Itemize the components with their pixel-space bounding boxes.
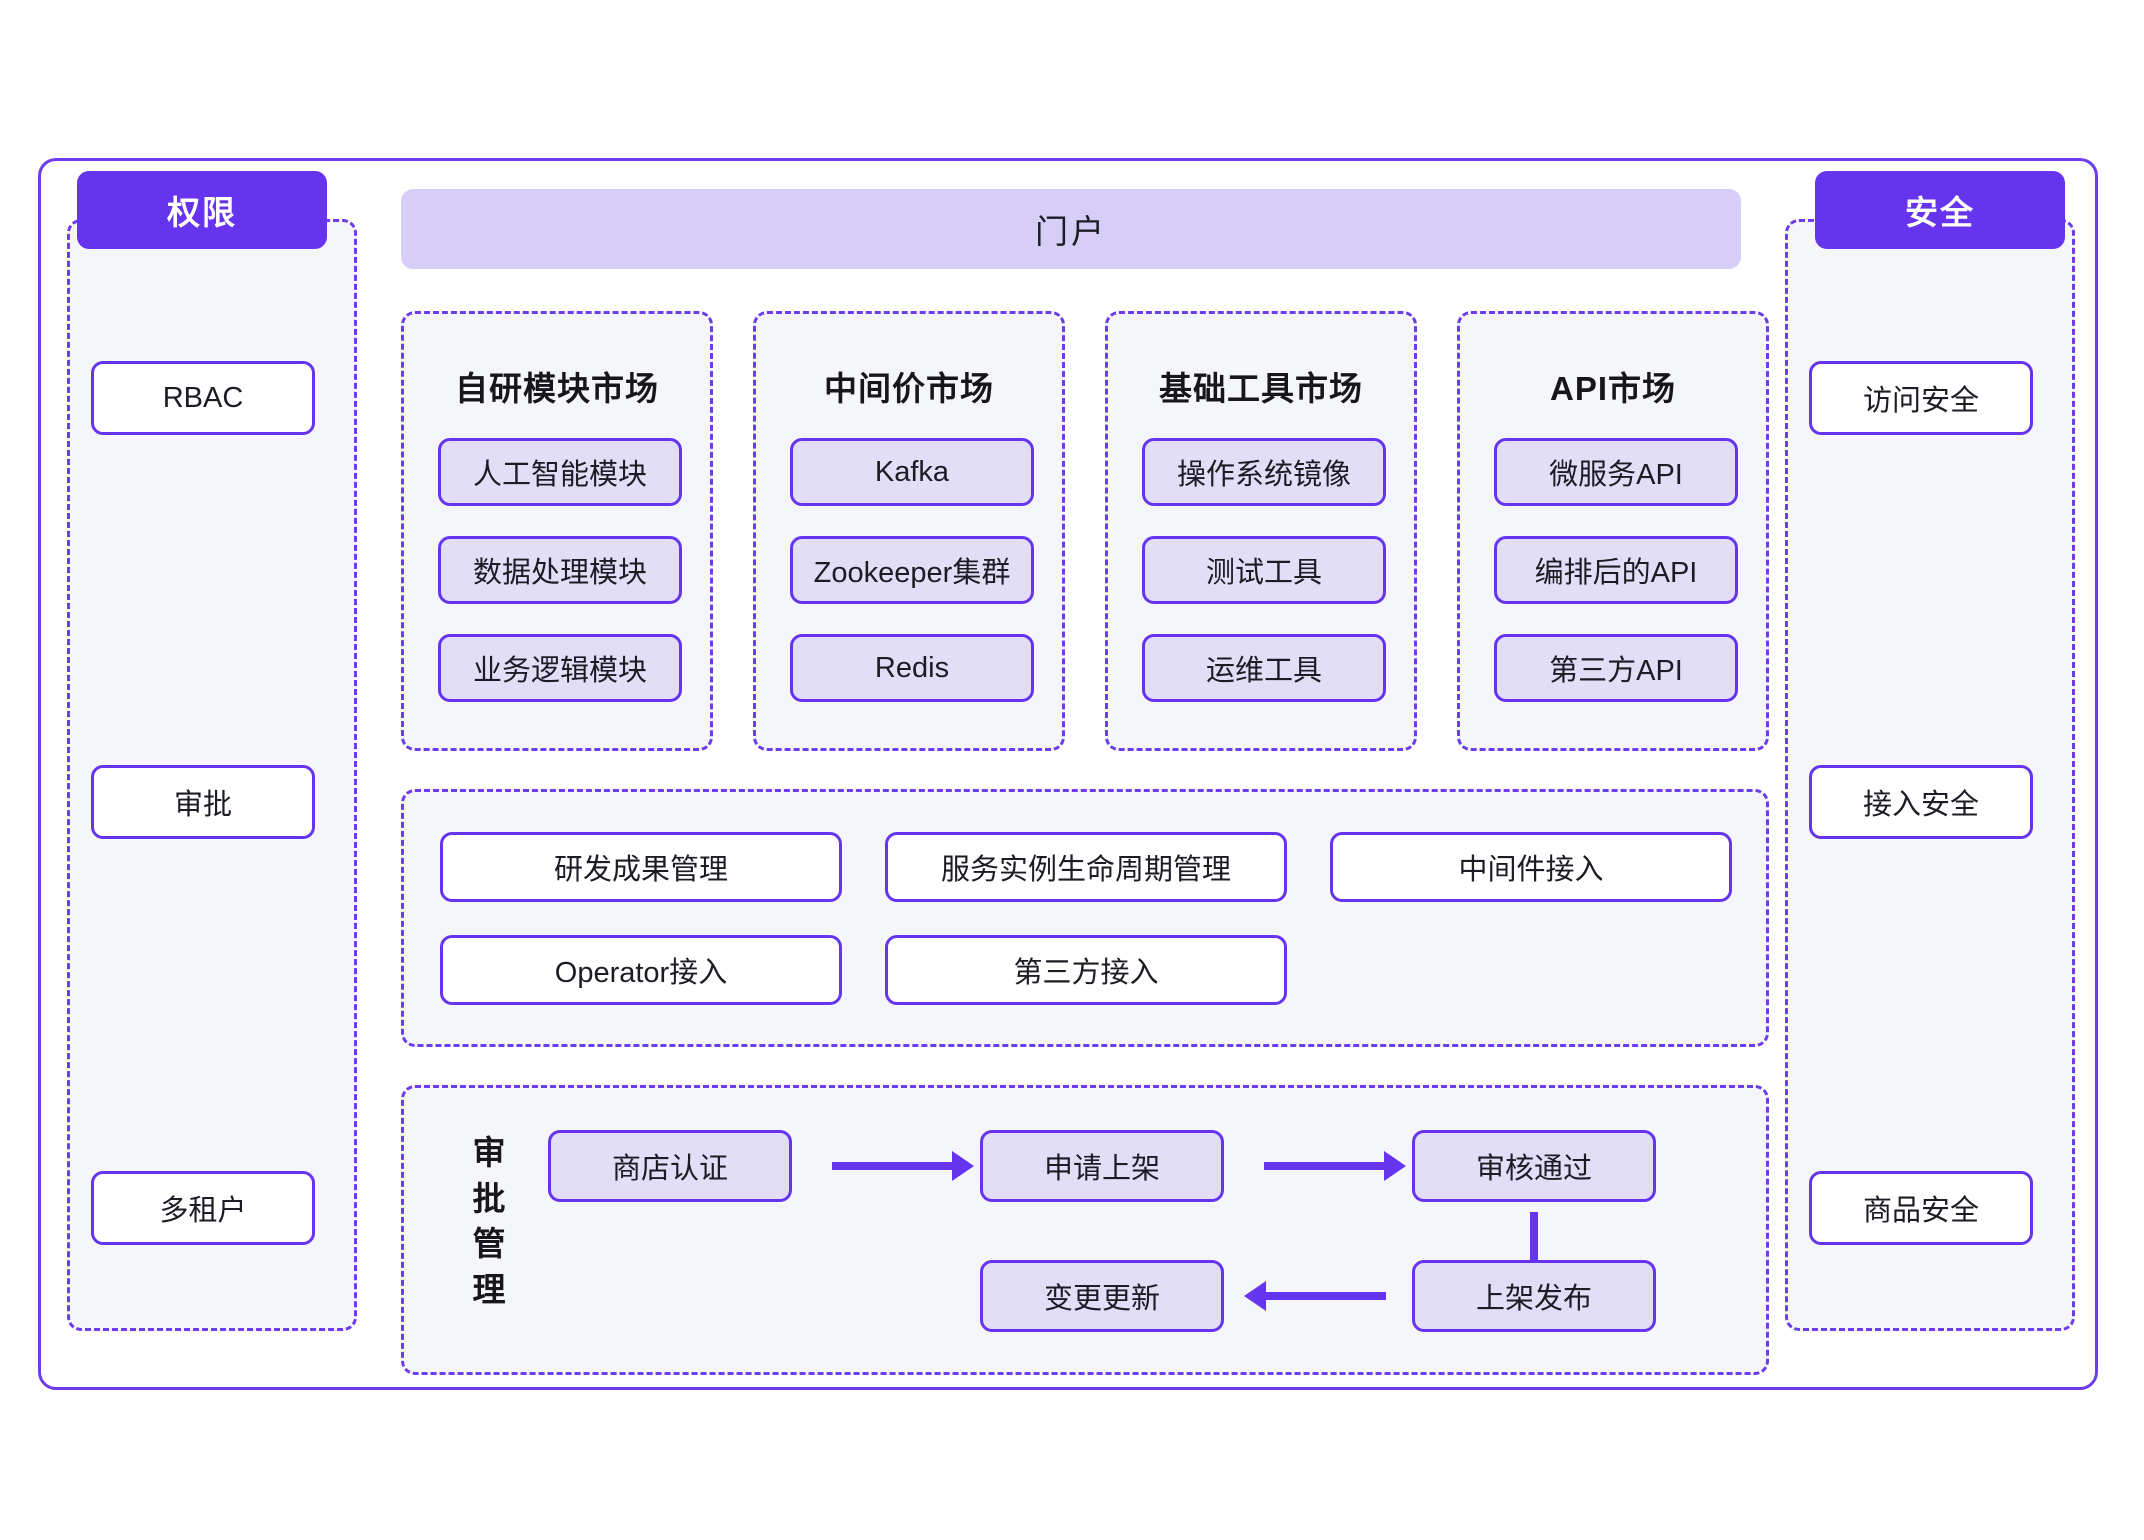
capability-item-operator-access[interactable]: Operator接入 bbox=[440, 935, 842, 1005]
approval-panel: 审 批 管 理 商店认证 申请上架 审核通过 上架发布 变更更新 bbox=[401, 1085, 1769, 1375]
approval-label-char: 审 bbox=[472, 1134, 506, 1171]
market-panel-self-developed: 自研模块市场 人工智能模块 数据处理模块 业务逻辑模块 bbox=[401, 311, 713, 751]
approval-arrow-right-2 bbox=[1264, 1151, 1406, 1181]
capability-item-rnd-output[interactable]: 研发成果管理 bbox=[440, 832, 842, 902]
approval-label-char: 管 bbox=[472, 1225, 506, 1263]
market-chip[interactable]: 编排后的API bbox=[1494, 536, 1738, 604]
market-chip[interactable]: 业务逻辑模块 bbox=[438, 634, 682, 702]
approval-arrow-right-1 bbox=[832, 1151, 974, 1181]
market-panel-middleware: 中间价市场 Kafka Zookeeper集群 Redis bbox=[753, 311, 1065, 751]
market-panel-base-tools: 基础工具市场 操作系统镜像 测试工具 运维工具 bbox=[1105, 311, 1417, 751]
market-title: 中间价市场 bbox=[824, 370, 994, 407]
approval-step-publish[interactable]: 上架发布 bbox=[1412, 1260, 1656, 1332]
market-chip[interactable]: 第三方API bbox=[1494, 634, 1738, 702]
market-chip[interactable]: Redis bbox=[790, 634, 1034, 702]
permission-header-badge: 权限 bbox=[77, 171, 327, 249]
permission-item-approval[interactable]: 审批 bbox=[91, 765, 315, 839]
capability-panel: 研发成果管理 服务实例生命周期管理 中间件接入 Operator接入 第三方接入 bbox=[401, 789, 1769, 1047]
market-chip[interactable]: Kafka bbox=[790, 438, 1034, 506]
architecture-frame: 权限 RBAC 审批 多租户 安全 访问安全 接入安全 商品安全 门户 自研模块… bbox=[38, 158, 2098, 1390]
approval-step-change-update[interactable]: 变更更新 bbox=[980, 1260, 1224, 1332]
market-chip[interactable]: 测试工具 bbox=[1142, 536, 1386, 604]
market-panel-api: API市场 微服务API 编排后的API 第三方API bbox=[1457, 311, 1769, 751]
security-item-access[interactable]: 访问安全 bbox=[1809, 361, 2033, 435]
market-title: API市场 bbox=[1549, 370, 1676, 407]
approval-arrow-left bbox=[1244, 1281, 1386, 1311]
approval-vertical-label: 审 批 管 理 bbox=[466, 1130, 512, 1312]
security-item-onboarding[interactable]: 接入安全 bbox=[1809, 765, 2033, 839]
capability-item-thirdparty-access[interactable]: 第三方接入 bbox=[885, 935, 1287, 1005]
approval-step-store-cert[interactable]: 商店认证 bbox=[548, 1130, 792, 1202]
permission-item-rbac[interactable]: RBAC bbox=[91, 361, 315, 435]
approval-step-apply-listing[interactable]: 申请上架 bbox=[980, 1130, 1224, 1202]
capability-item-service-lifecycle[interactable]: 服务实例生命周期管理 bbox=[885, 832, 1287, 902]
approval-label-char: 批 bbox=[472, 1179, 506, 1217]
security-item-product[interactable]: 商品安全 bbox=[1809, 1171, 2033, 1245]
market-chip[interactable]: 人工智能模块 bbox=[438, 438, 682, 506]
market-chip[interactable]: 微服务API bbox=[1494, 438, 1738, 506]
market-chip[interactable]: 数据处理模块 bbox=[438, 536, 682, 604]
permission-item-multitenant[interactable]: 多租户 bbox=[91, 1171, 315, 1245]
market-chip[interactable]: 操作系统镜像 bbox=[1142, 438, 1386, 506]
market-chip[interactable]: 运维工具 bbox=[1142, 634, 1386, 702]
capability-item-middleware-access[interactable]: 中间件接入 bbox=[1330, 832, 1732, 902]
market-title: 基础工具市场 bbox=[1159, 370, 1363, 407]
approval-label-char: 理 bbox=[472, 1270, 506, 1308]
approval-step-review-passed[interactable]: 审核通过 bbox=[1412, 1130, 1656, 1202]
security-header-badge: 安全 bbox=[1815, 171, 2065, 249]
market-title: 自研模块市场 bbox=[455, 370, 659, 407]
market-chip[interactable]: Zookeeper集群 bbox=[790, 536, 1034, 604]
portal-bar: 门户 bbox=[401, 189, 1741, 269]
